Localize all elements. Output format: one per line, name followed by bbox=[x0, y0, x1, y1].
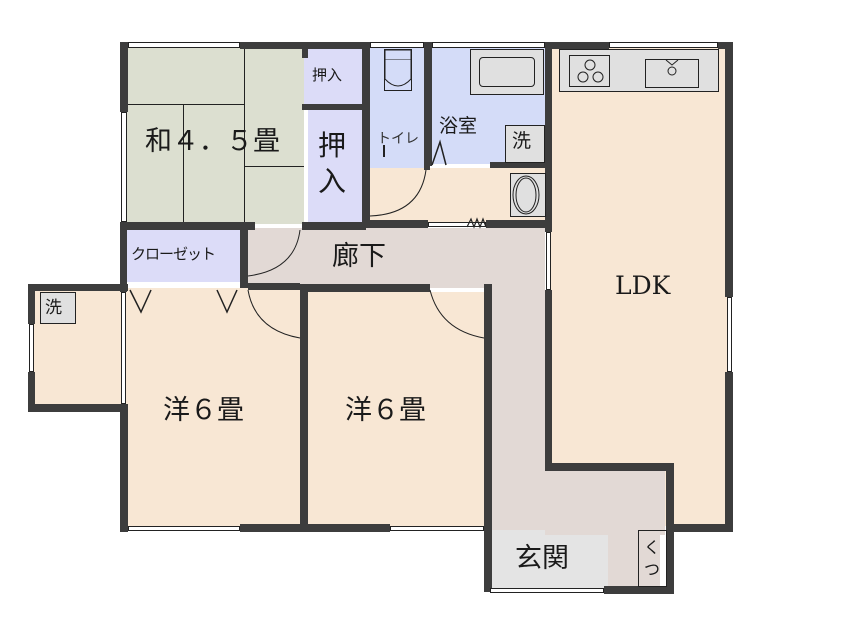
bathtub-icon bbox=[470, 49, 544, 95]
tatami-line bbox=[244, 48, 245, 224]
window bbox=[121, 112, 127, 222]
label-oshiire-large-2: 入 bbox=[318, 165, 347, 198]
window bbox=[428, 222, 486, 227]
label-western-2: 洋６畳 bbox=[345, 395, 426, 426]
label-shoe-1: く bbox=[644, 538, 661, 557]
toilet-icon bbox=[384, 49, 412, 91]
wall bbox=[362, 220, 428, 228]
label-western-1: 洋６畳 bbox=[163, 395, 244, 426]
wall bbox=[28, 284, 35, 324]
wall bbox=[120, 42, 128, 112]
wall bbox=[120, 222, 127, 292]
wall bbox=[240, 226, 248, 288]
window bbox=[390, 526, 484, 531]
window bbox=[432, 42, 545, 48]
label-toilet: トイレ bbox=[377, 131, 419, 147]
room-washitsu bbox=[126, 48, 304, 224]
wall bbox=[545, 42, 609, 49]
wall bbox=[120, 404, 128, 532]
window bbox=[121, 292, 126, 404]
sink-icon bbox=[645, 59, 699, 88]
wall bbox=[545, 463, 673, 471]
room-ldk-cutout bbox=[545, 465, 665, 535]
label-ldk: LDK bbox=[615, 271, 671, 300]
room-closet bbox=[126, 230, 240, 282]
label-shoe-2: つ bbox=[644, 560, 661, 579]
window bbox=[546, 232, 551, 290]
wall bbox=[302, 104, 368, 110]
window bbox=[29, 324, 34, 372]
window bbox=[490, 588, 604, 593]
label-oshiire-small: 押入 bbox=[312, 66, 343, 84]
wall bbox=[120, 222, 255, 230]
wall bbox=[486, 220, 548, 228]
label-oshiire-large-1: 押 bbox=[318, 129, 347, 162]
wall bbox=[28, 404, 128, 412]
tatami-line bbox=[244, 166, 304, 167]
wall bbox=[302, 222, 366, 230]
window bbox=[128, 42, 240, 48]
wall bbox=[545, 42, 552, 232]
wall bbox=[240, 42, 368, 49]
label-washitsu: 和４．５畳 bbox=[145, 126, 280, 157]
wall bbox=[604, 586, 674, 594]
wall bbox=[300, 284, 430, 292]
wall bbox=[490, 162, 548, 168]
wall bbox=[725, 372, 733, 532]
washbasin-icon bbox=[510, 173, 546, 217]
wall bbox=[725, 42, 733, 297]
label-bath: 浴室 bbox=[439, 115, 478, 137]
wall bbox=[545, 290, 552, 470]
window bbox=[370, 42, 424, 48]
tatami-line bbox=[126, 104, 244, 105]
wall bbox=[484, 284, 492, 592]
tatami-line bbox=[183, 104, 184, 224]
shoe-cabinet bbox=[638, 530, 667, 587]
wall bbox=[424, 164, 430, 170]
window bbox=[727, 297, 732, 372]
wall bbox=[362, 42, 370, 220]
label-entrance: 玄関 bbox=[515, 543, 569, 574]
wall bbox=[28, 372, 35, 412]
window bbox=[128, 526, 240, 531]
label-wash-left: 洗 bbox=[45, 298, 62, 318]
stove-icon bbox=[569, 55, 610, 87]
wall bbox=[248, 283, 300, 290]
wall bbox=[28, 284, 128, 291]
window bbox=[609, 42, 718, 48]
wall bbox=[666, 524, 732, 532]
washing-machine-left bbox=[40, 292, 76, 324]
wall bbox=[240, 524, 390, 532]
label-hallway: 廊下 bbox=[332, 241, 386, 272]
washing-machine-bath bbox=[505, 125, 545, 163]
wall bbox=[300, 284, 308, 532]
wall bbox=[424, 42, 432, 166]
room-entrance-floor bbox=[490, 530, 608, 588]
wall bbox=[302, 48, 308, 58]
label-closet: クローゼット bbox=[131, 245, 216, 263]
room-ldk bbox=[550, 48, 727, 526]
room-oshiire-large bbox=[308, 108, 362, 224]
label-wash-bath: 洗 bbox=[512, 130, 532, 152]
room-oshiire-small bbox=[304, 48, 362, 104]
